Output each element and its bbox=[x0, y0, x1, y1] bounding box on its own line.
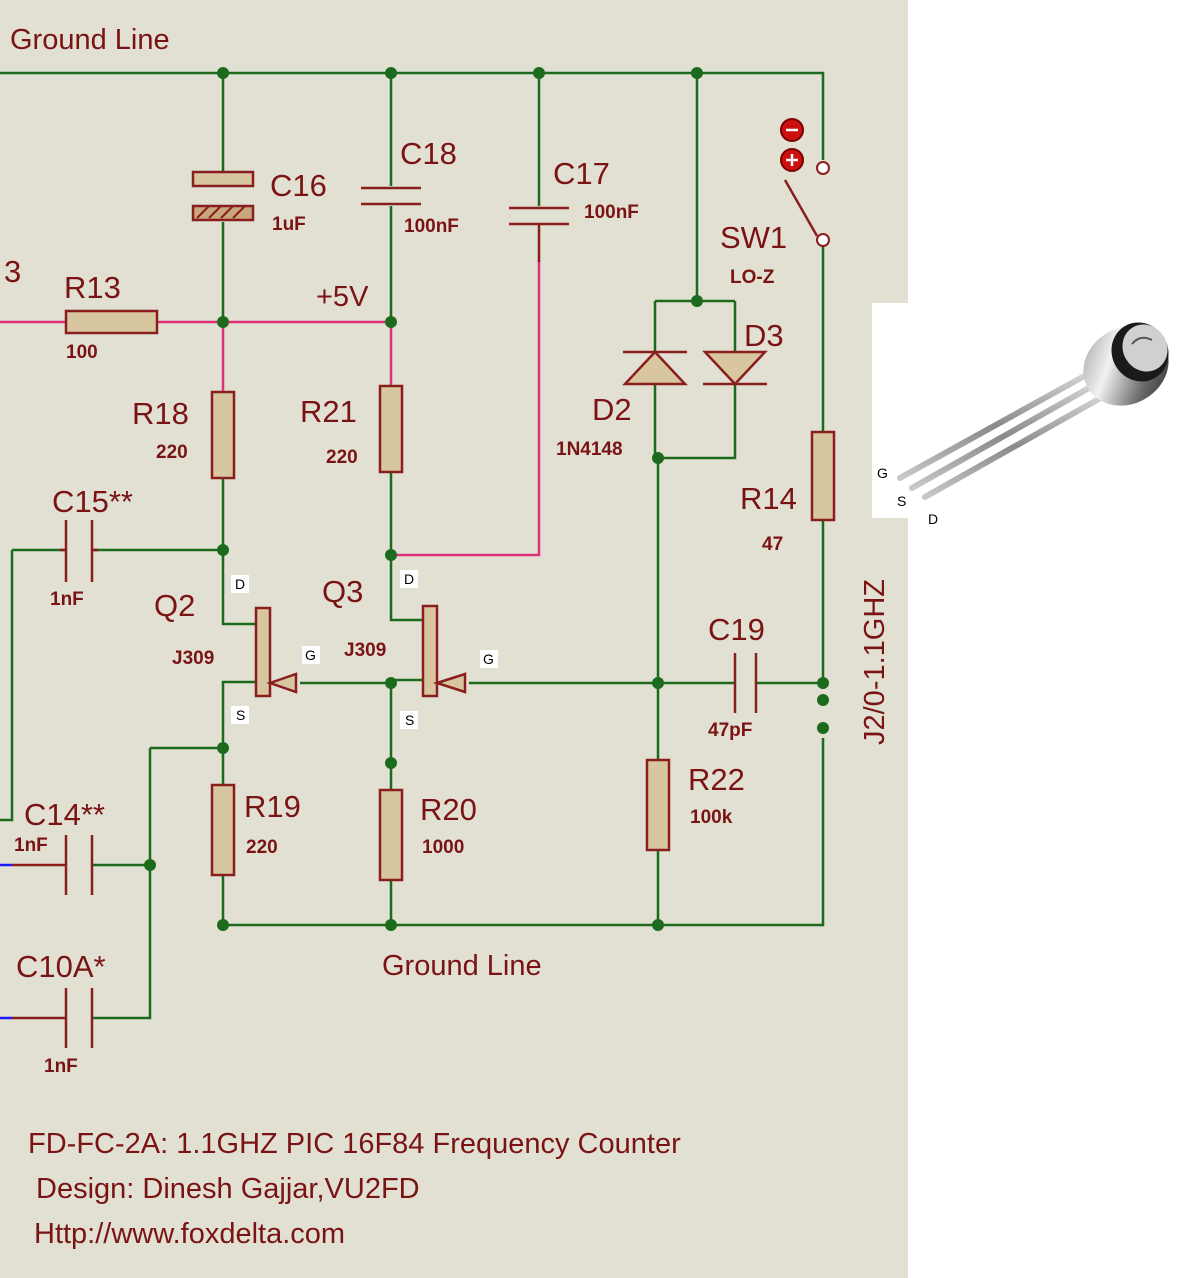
capacitor-c10a bbox=[64, 988, 94, 1048]
resistor-r19 bbox=[210, 783, 236, 877]
sw1-value: LO-Z bbox=[730, 267, 775, 288]
r20-ref: R20 bbox=[420, 792, 477, 827]
sw1-ref: SW1 bbox=[720, 220, 787, 255]
q3-ref: Q3 bbox=[322, 574, 363, 609]
supply-label: +5V bbox=[316, 281, 369, 313]
c19-ref: C19 bbox=[708, 612, 765, 647]
capacitor-c19 bbox=[733, 653, 758, 713]
ground-line-top-label: Ground Line bbox=[10, 24, 170, 56]
diode-d2 bbox=[622, 350, 688, 386]
q3-drain-pin: D bbox=[404, 571, 414, 587]
capacitor-c15 bbox=[60, 520, 98, 582]
ground-line-bottom-label: Ground Line bbox=[382, 950, 542, 982]
to92-transistor-illustration bbox=[872, 303, 1169, 518]
r22-ref: R22 bbox=[688, 762, 745, 797]
q3-value: J309 bbox=[344, 640, 386, 661]
c15-value: 1nF bbox=[50, 589, 84, 610]
c14-ref: C14** bbox=[24, 797, 105, 832]
r21-value: 220 bbox=[326, 447, 358, 468]
c16-ref: C16 bbox=[270, 168, 327, 203]
resistor-r13 bbox=[64, 309, 159, 335]
capacitor-c17 bbox=[509, 206, 569, 262]
c15-ref: C15** bbox=[52, 484, 133, 519]
junctions bbox=[144, 67, 829, 931]
q2-ref: Q2 bbox=[154, 588, 195, 623]
c10a-ref: C10A* bbox=[16, 949, 106, 984]
footer-url: Http://www.foxdelta.com bbox=[34, 1218, 345, 1250]
resistor-r14 bbox=[810, 430, 836, 522]
legend-background bbox=[908, 0, 1192, 1278]
q2-gate-pin: G bbox=[305, 647, 316, 663]
q3-source-pin: S bbox=[405, 712, 414, 728]
partial-ref-label: 3 bbox=[4, 254, 21, 289]
resistor-r21 bbox=[378, 384, 404, 474]
r20-value: 1000 bbox=[422, 837, 464, 858]
diode-d3 bbox=[702, 350, 768, 386]
r13-ref: R13 bbox=[64, 270, 121, 305]
c18-ref: C18 bbox=[400, 136, 457, 171]
q2-value: J309 bbox=[172, 648, 214, 669]
capacitor-c14 bbox=[64, 835, 94, 895]
q3-gate-pin: G bbox=[483, 651, 494, 667]
capacitor-c16 bbox=[191, 170, 255, 222]
wires bbox=[0, 71, 825, 1020]
schematic-background bbox=[0, 0, 908, 1278]
q2-drain-pin: D bbox=[235, 576, 245, 592]
d3-ref: D3 bbox=[744, 318, 784, 353]
legend-gate-label: G bbox=[877, 465, 888, 481]
r19-value: 220 bbox=[246, 837, 278, 858]
transistor-q2 bbox=[254, 606, 298, 698]
resistor-r20 bbox=[378, 788, 404, 882]
r19-ref: R19 bbox=[244, 789, 301, 824]
capacitor-c18 bbox=[361, 186, 421, 206]
c16-value: 1uF bbox=[272, 214, 306, 235]
r13-value: 100 bbox=[66, 342, 98, 363]
c17-value: 100nF bbox=[584, 202, 639, 223]
connector-label: J2/0-1.1GHZ bbox=[859, 579, 891, 745]
r18-value: 220 bbox=[156, 442, 188, 463]
resistor-r22 bbox=[645, 758, 671, 852]
c17-ref: C17 bbox=[553, 156, 610, 191]
resistor-r18 bbox=[210, 390, 236, 480]
legend-drain-label: D bbox=[928, 511, 938, 527]
r14-value: 47 bbox=[762, 534, 783, 555]
d2-value: 1N4148 bbox=[556, 439, 623, 460]
r21-ref: R21 bbox=[300, 394, 357, 429]
transistor-q3 bbox=[421, 604, 467, 698]
r22-value: 100k bbox=[690, 807, 733, 828]
q2-source-pin: S bbox=[236, 707, 245, 723]
r14-ref: R14 bbox=[740, 481, 797, 516]
switch-sw1 bbox=[780, 118, 830, 247]
footer-title: FD-FC-2A: 1.1GHZ PIC 16F84 Frequency Cou… bbox=[28, 1128, 681, 1160]
c18-value: 100nF bbox=[404, 216, 459, 237]
footer-design: Design: Dinesh Gajjar,VU2FD bbox=[36, 1173, 420, 1205]
legend-source-label: S bbox=[897, 493, 906, 509]
c19-value: 47pF bbox=[708, 720, 752, 741]
r18-ref: R18 bbox=[132, 396, 189, 431]
c10a-value: 1nF bbox=[44, 1056, 78, 1077]
d2-ref: D2 bbox=[592, 392, 632, 427]
c14-value: 1nF bbox=[14, 835, 48, 856]
